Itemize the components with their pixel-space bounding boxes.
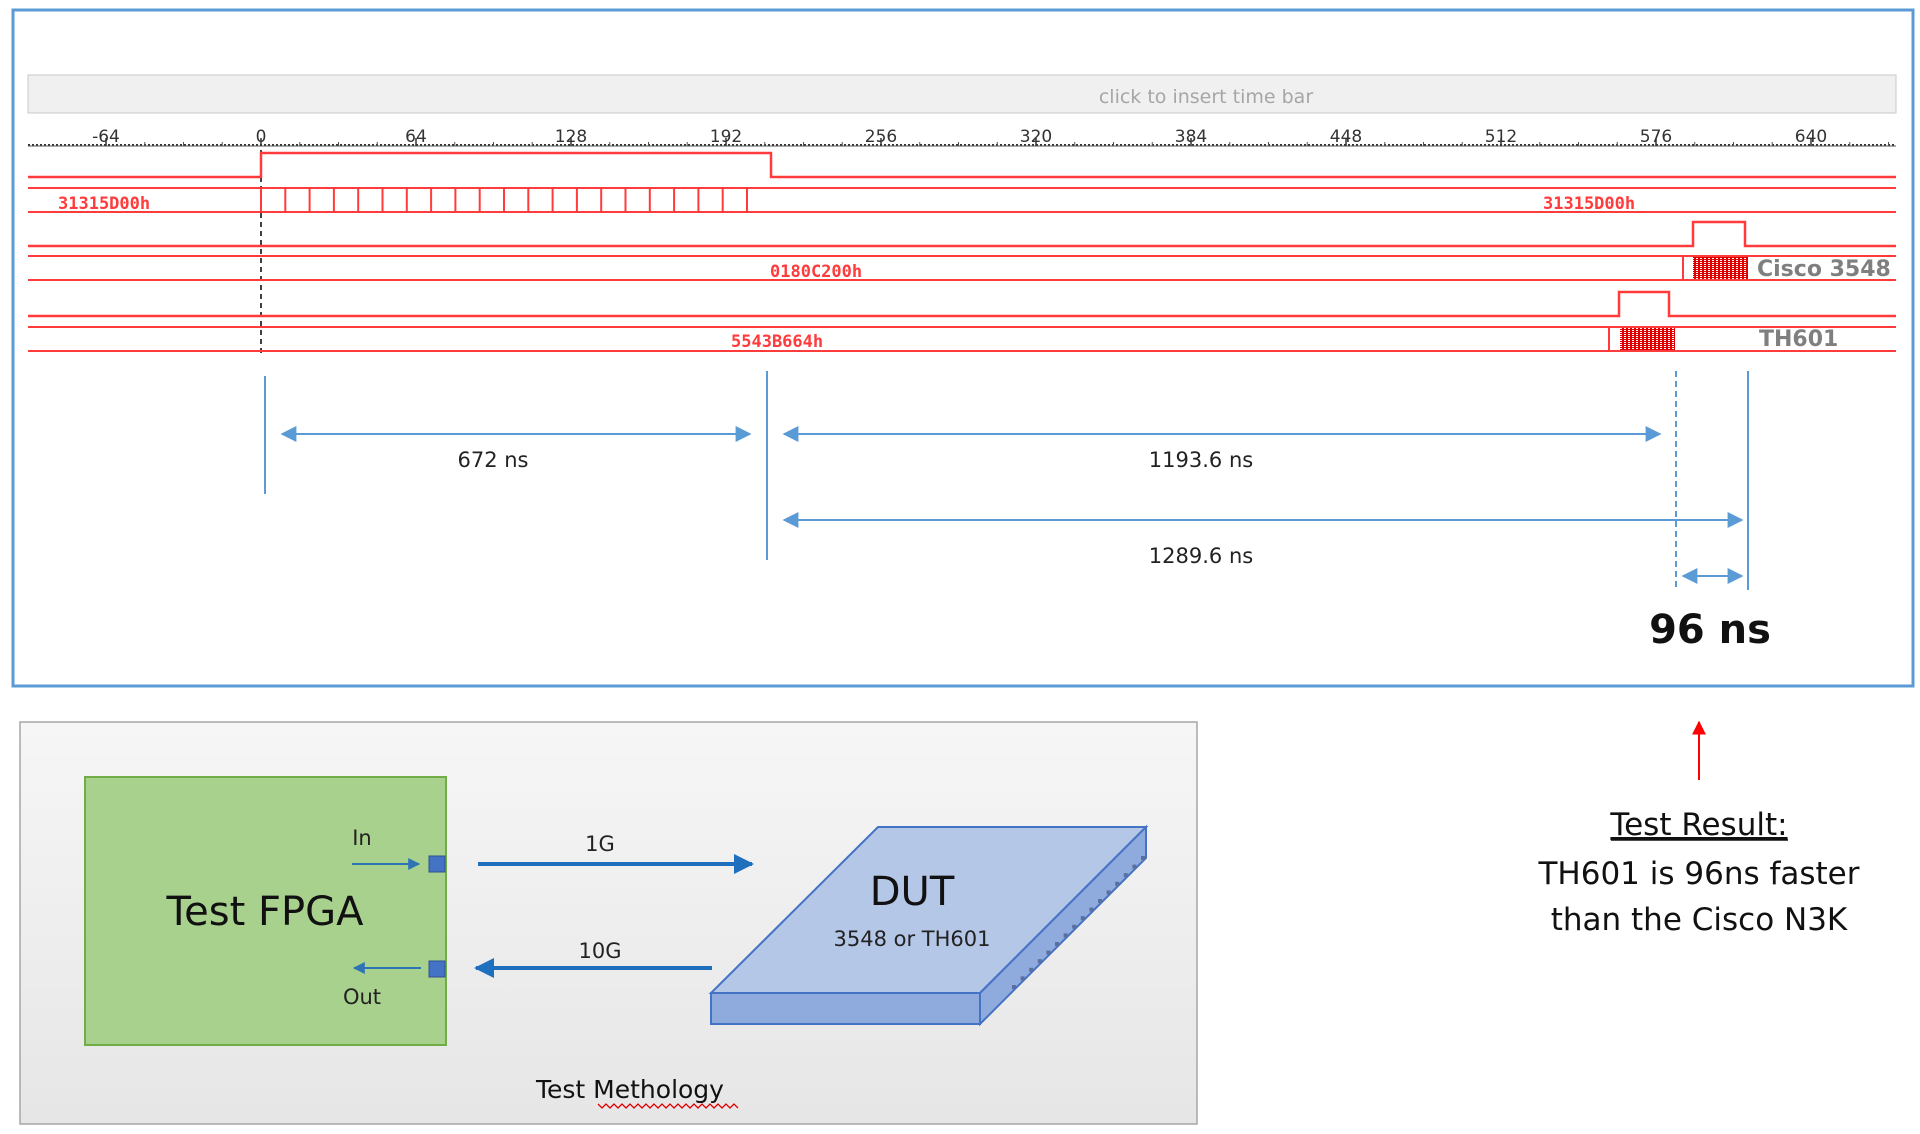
time-bar-hint[interactable]: click to insert time bar [1099, 86, 1313, 108]
signal-row-1 [28, 151, 1896, 179]
dut-port-dot [1098, 899, 1102, 903]
bus-2-value: 0180C200h [770, 262, 862, 282]
dut-port-dot [1012, 985, 1016, 989]
test-fpga-label: Test FPGA [166, 889, 365, 935]
methodology-panel: Test FPGA In Out 1G 10G DUT 3548 or TH60… [19, 721, 1198, 1125]
dut-port-dot [1046, 950, 1051, 955]
bus-row-2: 0180C200h Cisco 3548 [28, 255, 1896, 282]
signal-row-2 [28, 220, 1896, 248]
dut-port-dot [1020, 976, 1025, 981]
dut-port-dot [1141, 856, 1145, 860]
ruler-label: 0 [256, 127, 267, 147]
dut-port-dots [1012, 856, 1145, 989]
time-ruler: -64 0 64 128 192 256 320 384 448 512 576 640 [28, 127, 1896, 147]
bus-1-value-left: 31315D00h [58, 194, 150, 214]
link-10g-label: 10G [579, 939, 622, 963]
ruler-label: 128 [555, 127, 587, 147]
out-port [428, 960, 446, 978]
in-port [428, 855, 446, 873]
ruler-label: 640 [1795, 127, 1827, 147]
spellcheck-underline [597, 1103, 739, 1109]
ruler-label: 64 [405, 127, 427, 147]
ruler-label: 512 [1485, 127, 1517, 147]
dut-title: DUT [870, 869, 955, 915]
test-result: Test Result: TH601 is 96ns faster than t… [1537, 720, 1860, 938]
bus-row-1: 31315D00h 31315D00h [28, 187, 1896, 214]
dut-side-face [979, 824, 1147, 1027]
bus-1-value-right: 31315D00h [1543, 194, 1635, 214]
bus-row-3: 5543B664h TH601 [28, 326, 1896, 352]
measurement-672ns: 672 ns [457, 448, 528, 472]
dut-port-dot [1080, 916, 1085, 921]
dut-port-dot [1089, 907, 1094, 912]
ruler-label: 320 [1020, 127, 1052, 147]
dut-front-face [710, 992, 981, 1025]
out-port-label: Out [343, 985, 381, 1009]
result-line-2: than the Cisco N3K [1551, 902, 1848, 938]
dut-subtitle: 3548 or TH601 [834, 927, 991, 951]
link-1g-label: 1G [585, 832, 615, 856]
ruler-label: 256 [865, 127, 897, 147]
dut-block: DUT 3548 or TH601 [708, 824, 1149, 1027]
bus-1-transitions [260, 188, 748, 212]
result-heading: Test Result: [1609, 807, 1787, 843]
cisco-3548-label: Cisco 3548 [1757, 257, 1891, 282]
dut-port-dot [1029, 967, 1034, 972]
bus-3-dense-transitions [1620, 328, 1675, 350]
measurement-1289ns: 1289.6 ns [1149, 544, 1253, 568]
bus-2-dense-transitions [1693, 257, 1748, 279]
in-port-label: In [352, 826, 372, 850]
measurement-guides [264, 371, 1749, 590]
dut-port-dot [1106, 890, 1111, 895]
dut-port-dot [1037, 959, 1042, 964]
bus-3-value: 5543B664h [731, 332, 823, 352]
ruler-label: 448 [1330, 127, 1362, 147]
ruler-label: 192 [710, 127, 742, 147]
dut-port-dot [1123, 873, 1128, 878]
ruler-label: 384 [1175, 127, 1207, 147]
measurement-96ns: 96 ns [1649, 607, 1771, 653]
methodology-caption: Test Methology [535, 1075, 724, 1104]
dut-port-dot [1132, 864, 1137, 869]
measurement-1193ns: 1193.6 ns [1149, 448, 1253, 472]
dut-port-dot [1115, 881, 1120, 886]
dut-port-dot [1063, 933, 1068, 938]
signal-row-3 [28, 290, 1896, 318]
time-bar-strip[interactable] [27, 74, 1897, 114]
th601-label: TH601 [1759, 327, 1838, 352]
measurement-arrows [280, 426, 1744, 584]
dut-port-dot [1055, 942, 1059, 946]
ruler-label: 576 [1640, 127, 1672, 147]
waveform-frame [11, 8, 1915, 688]
ruler-label: -64 [92, 127, 120, 147]
test-fpga-block [84, 776, 447, 1046]
result-line-1: TH601 is 96ns faster [1537, 856, 1859, 892]
dut-port-dot [1072, 924, 1077, 929]
waveform-panel: click to insert time bar -64 0 64 128 192 256… [11, 8, 1915, 688]
